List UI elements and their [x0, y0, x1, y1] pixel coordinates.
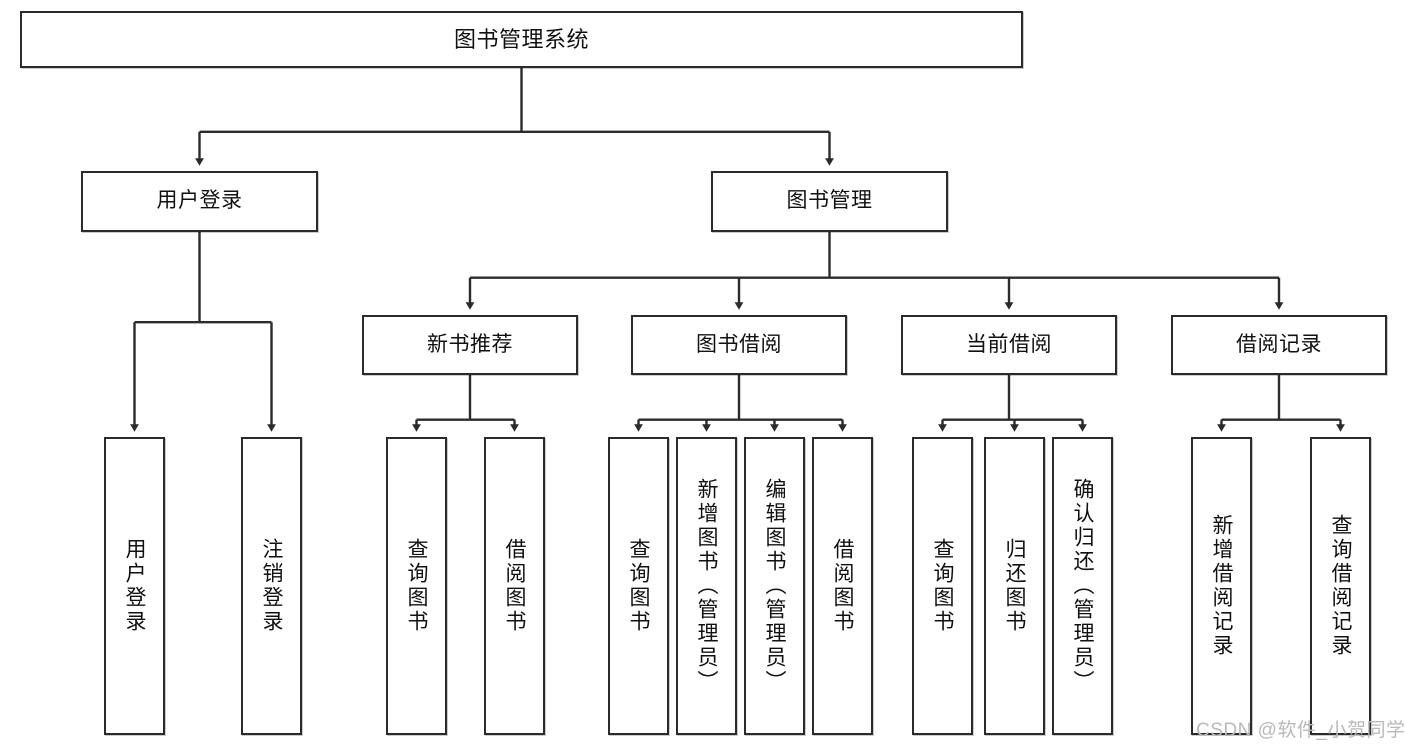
node-label-leaf-query-record: 查询借阅记录	[1329, 514, 1352, 658]
node-label-leaf-confirm-return: 确认归还（管理员）	[1071, 478, 1094, 694]
node-leaf-logout[interactable]: 注销登录	[241, 437, 302, 735]
node-label-current-borrow: 当前借阅	[966, 332, 1052, 356]
node-label-leaf-query-book-3: 查询图书	[931, 538, 954, 634]
node-label-leaf-borrow-book-1: 借阅图书	[503, 538, 526, 634]
node-label-book-manage: 图书管理	[786, 189, 873, 213]
node-book-manage[interactable]: 图书管理	[711, 171, 948, 232]
node-leaf-add-book[interactable]: 新增图书（管理员）	[676, 437, 737, 735]
node-leaf-query-record[interactable]: 查询借阅记录	[1310, 437, 1371, 735]
node-user-login[interactable]: 用户登录	[81, 171, 318, 232]
node-label-leaf-logout: 注销登录	[260, 538, 283, 634]
node-leaf-query-book-3[interactable]: 查询图书	[912, 437, 973, 735]
node-leaf-query-book-2[interactable]: 查询图书	[608, 437, 669, 735]
node-label-leaf-edit-book: 编辑图书（管理员）	[763, 478, 786, 694]
node-label-leaf-query-book-1: 查询图书	[405, 538, 428, 634]
node-leaf-user-login[interactable]: 用户登录	[104, 437, 165, 735]
node-leaf-add-record[interactable]: 新增借阅记录	[1191, 437, 1252, 735]
watermark-text: CSDN @软件_小贺同学	[1196, 720, 1405, 741]
node-new-book-rec[interactable]: 新书推荐	[362, 315, 578, 375]
node-current-borrow[interactable]: 当前借阅	[901, 315, 1117, 375]
node-root[interactable]: 图书管理系统	[20, 11, 1023, 68]
node-label-leaf-query-book-2: 查询图书	[627, 538, 650, 634]
node-label-user-login: 用户登录	[156, 189, 243, 213]
node-leaf-return-book[interactable]: 归还图书	[984, 437, 1045, 735]
node-borrow-record[interactable]: 借阅记录	[1171, 315, 1387, 375]
node-label-root: 图书管理系统	[453, 26, 589, 52]
node-leaf-edit-book[interactable]: 编辑图书（管理员）	[744, 437, 805, 735]
node-label-leaf-add-book: 新增图书（管理员）	[695, 478, 718, 694]
node-label-leaf-return-book: 归还图书	[1003, 538, 1026, 634]
node-leaf-borrow-book-2[interactable]: 借阅图书	[812, 437, 873, 735]
node-label-borrow-record: 借阅记录	[1236, 332, 1322, 356]
node-label-book-borrow: 图书借阅	[696, 332, 782, 356]
node-book-borrow[interactable]: 图书借阅	[631, 315, 847, 375]
node-leaf-borrow-book-1[interactable]: 借阅图书	[484, 437, 545, 735]
node-leaf-confirm-return[interactable]: 确认归还（管理员）	[1052, 437, 1113, 735]
node-label-new-book-rec: 新书推荐	[427, 332, 513, 356]
node-label-leaf-user-login: 用户登录	[123, 538, 146, 634]
node-label-leaf-add-record: 新增借阅记录	[1210, 514, 1233, 658]
node-leaf-query-book-1[interactable]: 查询图书	[386, 437, 447, 735]
node-label-leaf-borrow-book-2: 借阅图书	[831, 538, 854, 634]
